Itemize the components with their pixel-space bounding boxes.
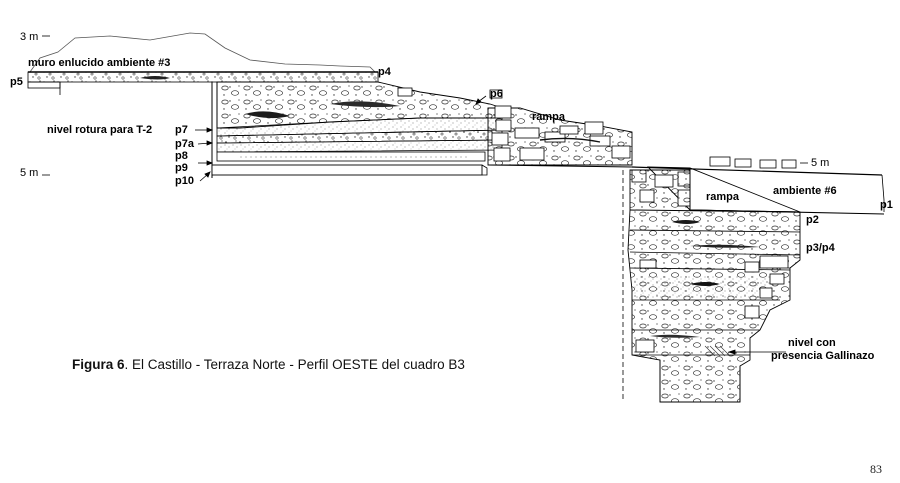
label-ambiente-6: ambiente #6 xyxy=(773,185,837,197)
elevation-marks: 3 m 5 m 5 m xyxy=(20,31,829,179)
figure-caption-text: . El Castillo - Terraza Norte - Perfil O… xyxy=(124,357,465,372)
leader-arrows xyxy=(195,95,786,355)
label-p8: p8 xyxy=(175,150,188,162)
scale-label-5m-left: 5 m xyxy=(20,167,38,179)
label-presencia-gallinazo: presencia Gallinazo xyxy=(771,350,875,362)
label-p7a: p7a xyxy=(175,138,195,150)
upper-ramp-masonry xyxy=(487,105,633,168)
label-p9: p9 xyxy=(175,162,188,174)
scale-label-3m: 3 m xyxy=(20,31,38,43)
label-p7: p7 xyxy=(175,124,188,136)
label-nivel-con: nivel con xyxy=(788,337,836,349)
label-nivel-rotura: nivel rotura para T-2 xyxy=(47,124,152,136)
upper-terrace xyxy=(27,32,379,178)
label-muro-enlucido: muro enlucido ambiente #3 xyxy=(28,57,170,69)
middle-strata xyxy=(211,81,503,176)
scale-label-5m-right: 5 m xyxy=(811,157,829,169)
label-p5: p5 xyxy=(10,76,23,88)
excavation-pit xyxy=(622,169,801,403)
label-p10: p10 xyxy=(175,175,194,187)
label-p4: p4 xyxy=(378,66,392,78)
label-p6: p6 xyxy=(490,88,503,100)
label-rampa-lower: rampa xyxy=(706,191,740,203)
figure-number: Figura 6 xyxy=(72,357,125,372)
label-p3-p4: p3/p4 xyxy=(806,242,836,254)
annotation-labels: muro enlucido ambiente #3 p5 p4 p6 rampa… xyxy=(10,57,893,362)
page-number: 83 xyxy=(870,462,882,476)
label-p1: p1 xyxy=(880,199,893,211)
figure-caption: Figura 6. El Castillo - Terraza Norte - … xyxy=(72,357,465,372)
label-p2: p2 xyxy=(806,214,819,226)
label-rampa-upper: rampa xyxy=(532,111,566,123)
